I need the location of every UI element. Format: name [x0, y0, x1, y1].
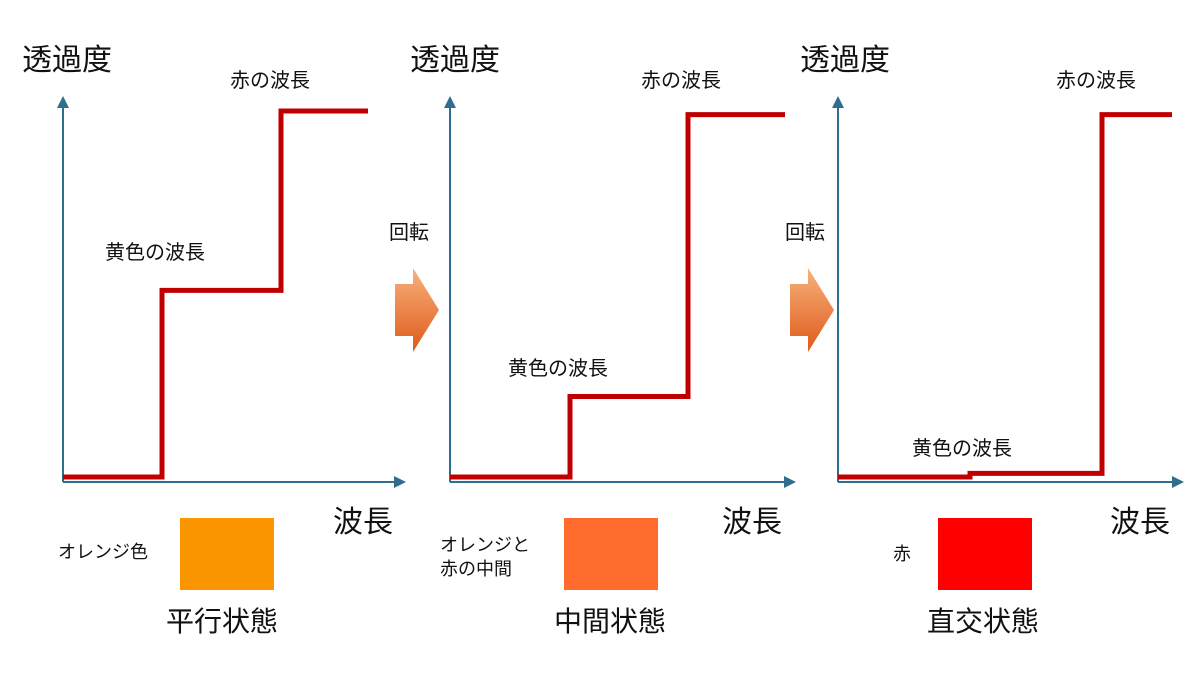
- transmittance-curve: [450, 112, 785, 480]
- x-axis-label: 波長: [722, 505, 782, 540]
- rotation-label: 回転: [785, 220, 825, 244]
- y-axis-arrowhead: [57, 96, 69, 108]
- x-axis-label: 波長: [1110, 505, 1170, 540]
- red-wavelength-label: 赤の波長: [1056, 68, 1136, 92]
- rotation-arrow-icon: [790, 268, 834, 352]
- y-axis-arrowhead: [444, 96, 456, 108]
- x-axis-arrowhead: [1172, 476, 1184, 488]
- color-swatch: [564, 518, 658, 590]
- y-axis-label: 透過度: [800, 43, 890, 78]
- red-wavelength-label: 赤の波長: [230, 68, 310, 92]
- y-axis-arrowhead: [832, 96, 844, 108]
- rotation-arrow-icon: [395, 268, 439, 352]
- x-axis-label: 波長: [333, 505, 393, 540]
- color-name-label: オレンジ色: [58, 542, 148, 563]
- state-title: 中間状態: [554, 605, 667, 638]
- yellow-wavelength-label: 黄色の波長: [912, 436, 1012, 460]
- x-axis-arrowhead: [394, 476, 406, 488]
- x-axis-arrowhead: [784, 476, 796, 488]
- transmittance-curve: [63, 108, 368, 480]
- red-wavelength-label: 赤の波長: [641, 68, 721, 92]
- state-title: 直交状態: [927, 605, 1040, 638]
- rotation-label: 回転: [389, 220, 429, 244]
- y-axis-label: 透過度: [410, 43, 500, 78]
- color-swatch: [180, 518, 274, 590]
- color-name-label: オレンジと 赤の中間: [440, 535, 530, 581]
- transmittance-curve: [838, 112, 1172, 480]
- state-title: 平行状態: [166, 605, 279, 638]
- yellow-wavelength-label: 黄色の波長: [105, 240, 205, 264]
- color-name-label: 赤: [893, 544, 911, 565]
- color-swatch: [938, 518, 1032, 590]
- yellow-wavelength-label: 黄色の波長: [508, 356, 608, 380]
- y-axis-label: 透過度: [22, 43, 112, 78]
